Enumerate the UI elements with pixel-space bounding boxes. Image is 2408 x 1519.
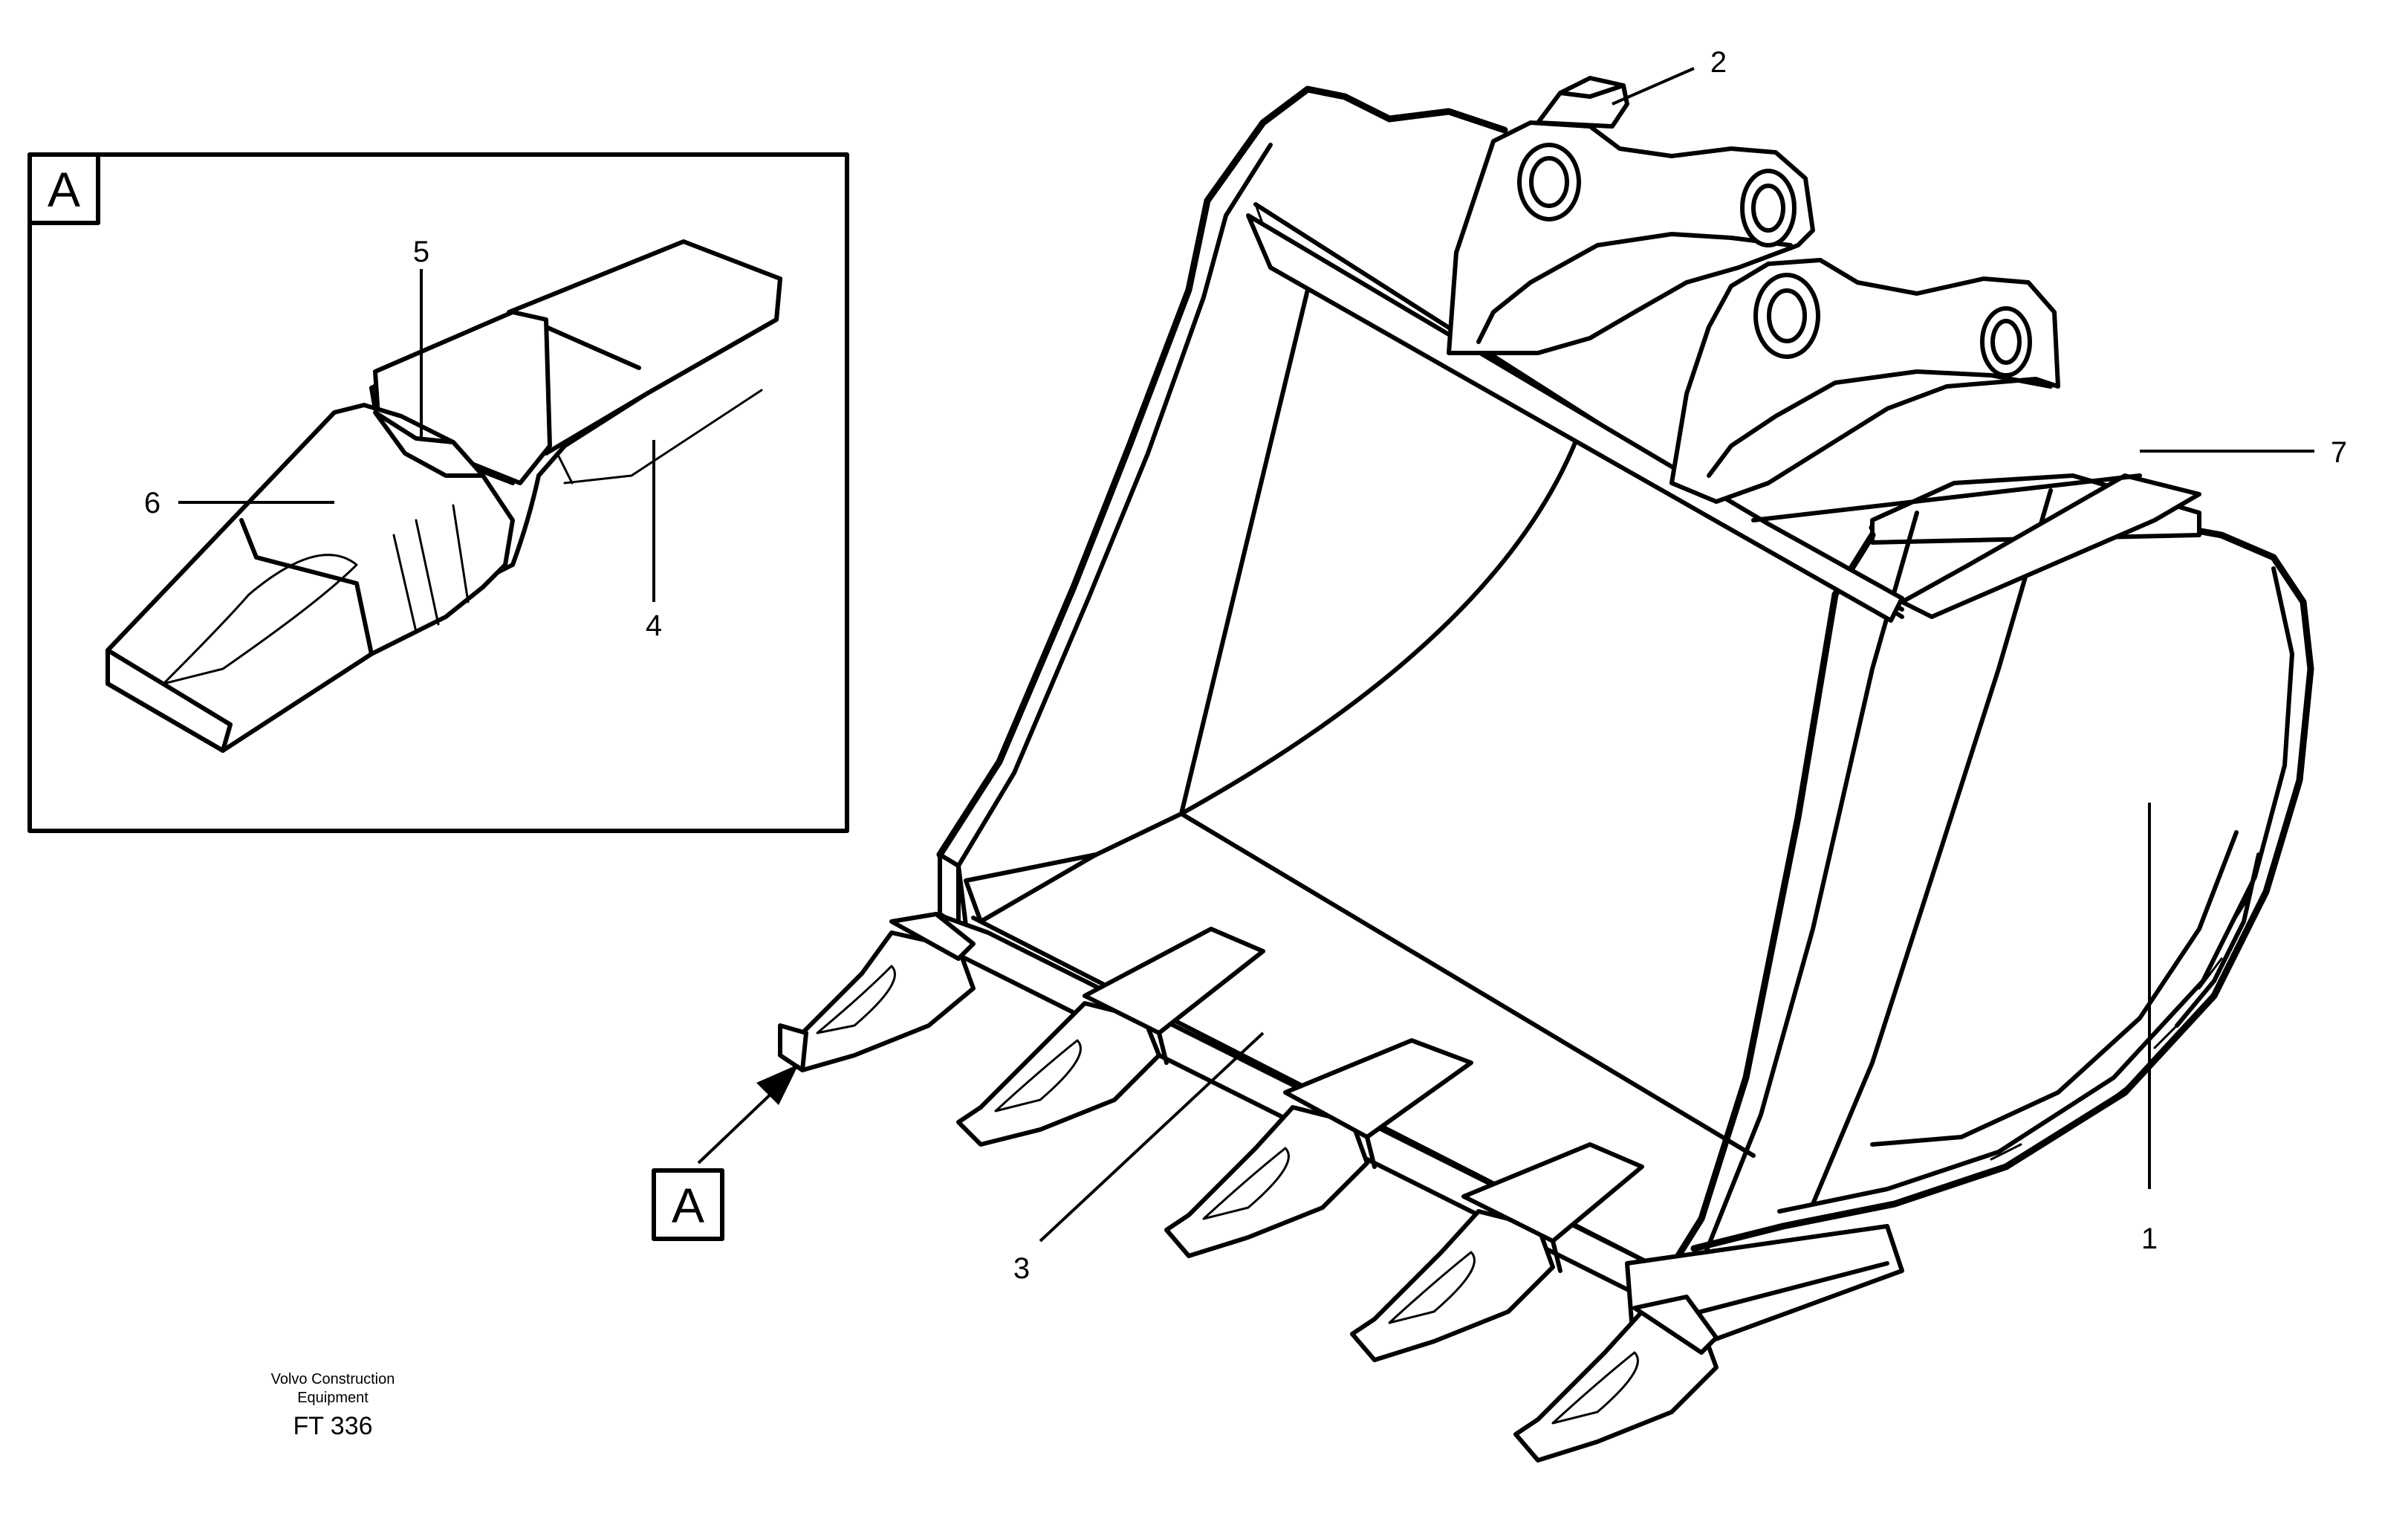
callout-7: 7 [2331, 436, 2347, 469]
tooth-5 [1513, 1295, 1719, 1463]
wear-strip-part-7 [1246, 213, 2201, 623]
callout-5: 5 [413, 236, 429, 268]
callout-6: 6 [144, 487, 160, 519]
view-marker-label: A [672, 1178, 704, 1233]
footer-line-2: Equipment [297, 1390, 369, 1406]
view-arrow-head [756, 1064, 799, 1105]
detail-label: A [48, 162, 80, 217]
view-marker-a: A [652, 1064, 799, 1241]
bracket-right [1669, 258, 2060, 504]
footer-code: FT 336 [293, 1412, 372, 1440]
callout-4: 4 [646, 609, 662, 642]
footer-credit: Volvo Construction Equipment FT 336 [271, 1371, 395, 1440]
view-marker-box [652, 1168, 724, 1241]
tooth-2 [956, 927, 1265, 1147]
callout-3: 3 [1013, 1252, 1030, 1285]
footer-line-1: Volvo Construction [271, 1371, 395, 1387]
detail-frame [27, 152, 849, 833]
tooth-3 [1164, 1038, 1473, 1258]
bucket-assembly: 2 7 1 3 [778, 46, 2347, 1463]
tooth-1 [778, 912, 976, 1072]
tooth-4 [1350, 1142, 1644, 1362]
callout-2: 2 [1710, 46, 1727, 79]
retainer-part-5 [373, 410, 485, 478]
detail-label-box [27, 152, 100, 225]
side-plate-left [938, 852, 1098, 927]
callout-1: 1 [2141, 1222, 2158, 1255]
detail-view-a: A 5 6 4 [27, 152, 849, 833]
bracket-left [1447, 76, 1815, 355]
tooth-part-6 [106, 403, 515, 753]
